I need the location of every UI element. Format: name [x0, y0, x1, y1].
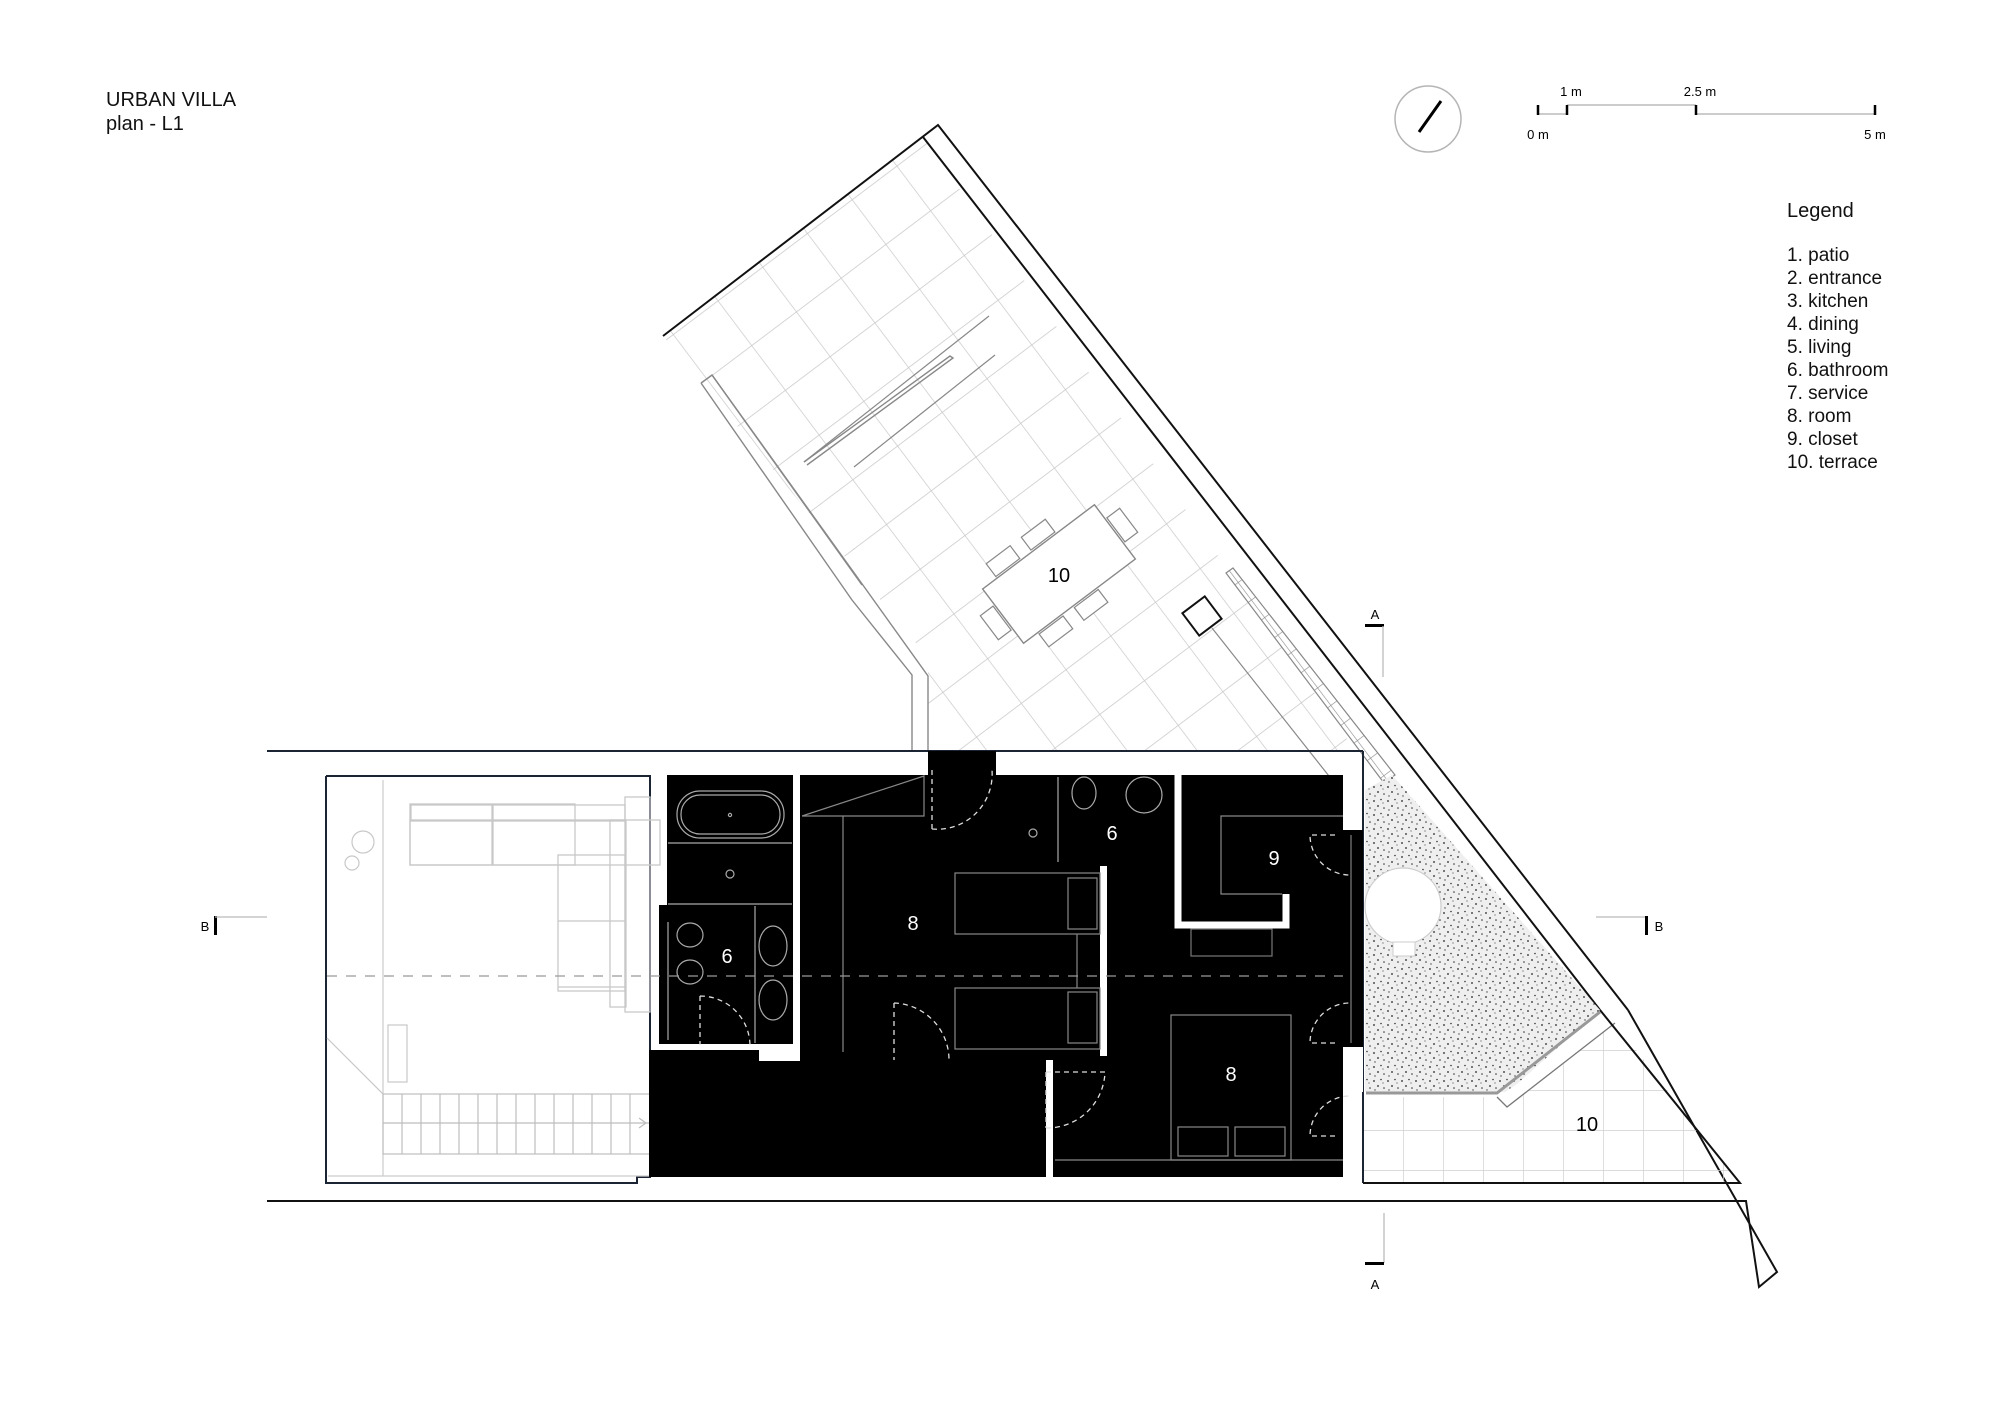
bidet-icon	[676, 959, 704, 985]
section-marker-b-right: B	[1596, 916, 1663, 935]
section-marker-a-bottom: A	[1365, 1213, 1385, 1292]
section-marker-b-left: B	[201, 916, 267, 935]
north-arrow-icon	[1394, 85, 1462, 153]
svg-text:B: B	[1655, 919, 1664, 934]
svg-text:A: A	[1371, 1277, 1380, 1292]
bathroom-top-fixtures	[1028, 776, 1163, 862]
legend-item: 9. closet	[1787, 429, 1858, 450]
legend-list: 1. patio 2. entrance 3. kitchen 4. dinin…	[1787, 244, 1888, 474]
svg-text:B: B	[201, 919, 210, 934]
legend-item: 4. dining	[1787, 314, 1859, 335]
upper-terrace: 10	[662, 123, 1629, 1011]
sink-icon	[758, 925, 788, 967]
room-label-bathroom-top: 6	[1106, 823, 1117, 845]
column-box	[1180, 594, 1224, 638]
room-label-terrace-upper: 10	[1048, 565, 1070, 587]
legend-item: 3. kitchen	[1787, 291, 1869, 312]
washbasin-icon	[1125, 776, 1163, 814]
scale-bar: 0 m 1 m 2.5 m 5 m	[1527, 84, 1886, 142]
room-label-closet: 9	[1268, 848, 1279, 870]
bathtub-icon	[667, 790, 792, 1043]
sofa-outline	[409, 796, 661, 1013]
bathroom-top	[1007, 775, 1174, 863]
room-label-bathroom-left: 6	[721, 946, 732, 968]
section-marker-a-top: A	[1365, 607, 1384, 677]
toilet-icon	[676, 922, 704, 948]
gravel-patio	[1364, 775, 1601, 1095]
round-planter-icon	[1364, 867, 1442, 945]
scale-label-1: 1 m	[1560, 84, 1582, 99]
toilet-icon	[1071, 776, 1097, 810]
scale-label-2-5: 2.5 m	[1684, 84, 1717, 99]
door-swings	[699, 769, 1351, 1137]
double-bed	[1055, 1014, 1343, 1161]
entrance-niche	[928, 751, 996, 775]
interior-rooms: 6 8 6 9 8	[327, 751, 1363, 1177]
lower-terrace: 10	[1363, 1009, 1743, 1184]
svg-text:A: A	[1371, 607, 1380, 622]
side-table-icon	[351, 830, 375, 854]
scale-label-0: 0 m	[1527, 127, 1549, 142]
living-stair-area	[325, 775, 661, 1184]
single-beds	[801, 775, 1101, 1052]
legend-heading: Legend	[1787, 200, 1854, 222]
room-label-terrace-lower: 10	[1576, 1114, 1598, 1136]
site-boundary	[267, 1009, 1779, 1289]
legend-item: 5. living	[1787, 337, 1852, 358]
project-title: URBAN VILLA	[106, 89, 237, 111]
plan-level-subtitle: plan - L1	[106, 113, 184, 135]
dining-table	[979, 503, 1139, 648]
scale-label-5: 5 m	[1864, 127, 1886, 142]
legend: Legend 1. patio 2. entrance 3. kitchen 4…	[1787, 200, 1888, 474]
legend-item: 2. entrance	[1787, 268, 1883, 289]
legend-item: 8. room	[1787, 406, 1852, 427]
legend-item: 10. terrace	[1787, 452, 1878, 473]
room-label-room-right: 8	[1225, 1064, 1236, 1086]
legend-item: 6. bathroom	[1787, 360, 1889, 381]
legend-item: 1. patio	[1787, 245, 1850, 266]
sink-icon	[758, 979, 788, 1021]
room-label-room-left: 8	[907, 913, 918, 935]
drawing-title-block: URBAN VILLA plan - L1	[106, 88, 236, 136]
bathroom-left	[667, 775, 793, 1044]
corridor	[649, 1061, 1055, 1177]
legend-item: 7. service	[1787, 383, 1869, 404]
